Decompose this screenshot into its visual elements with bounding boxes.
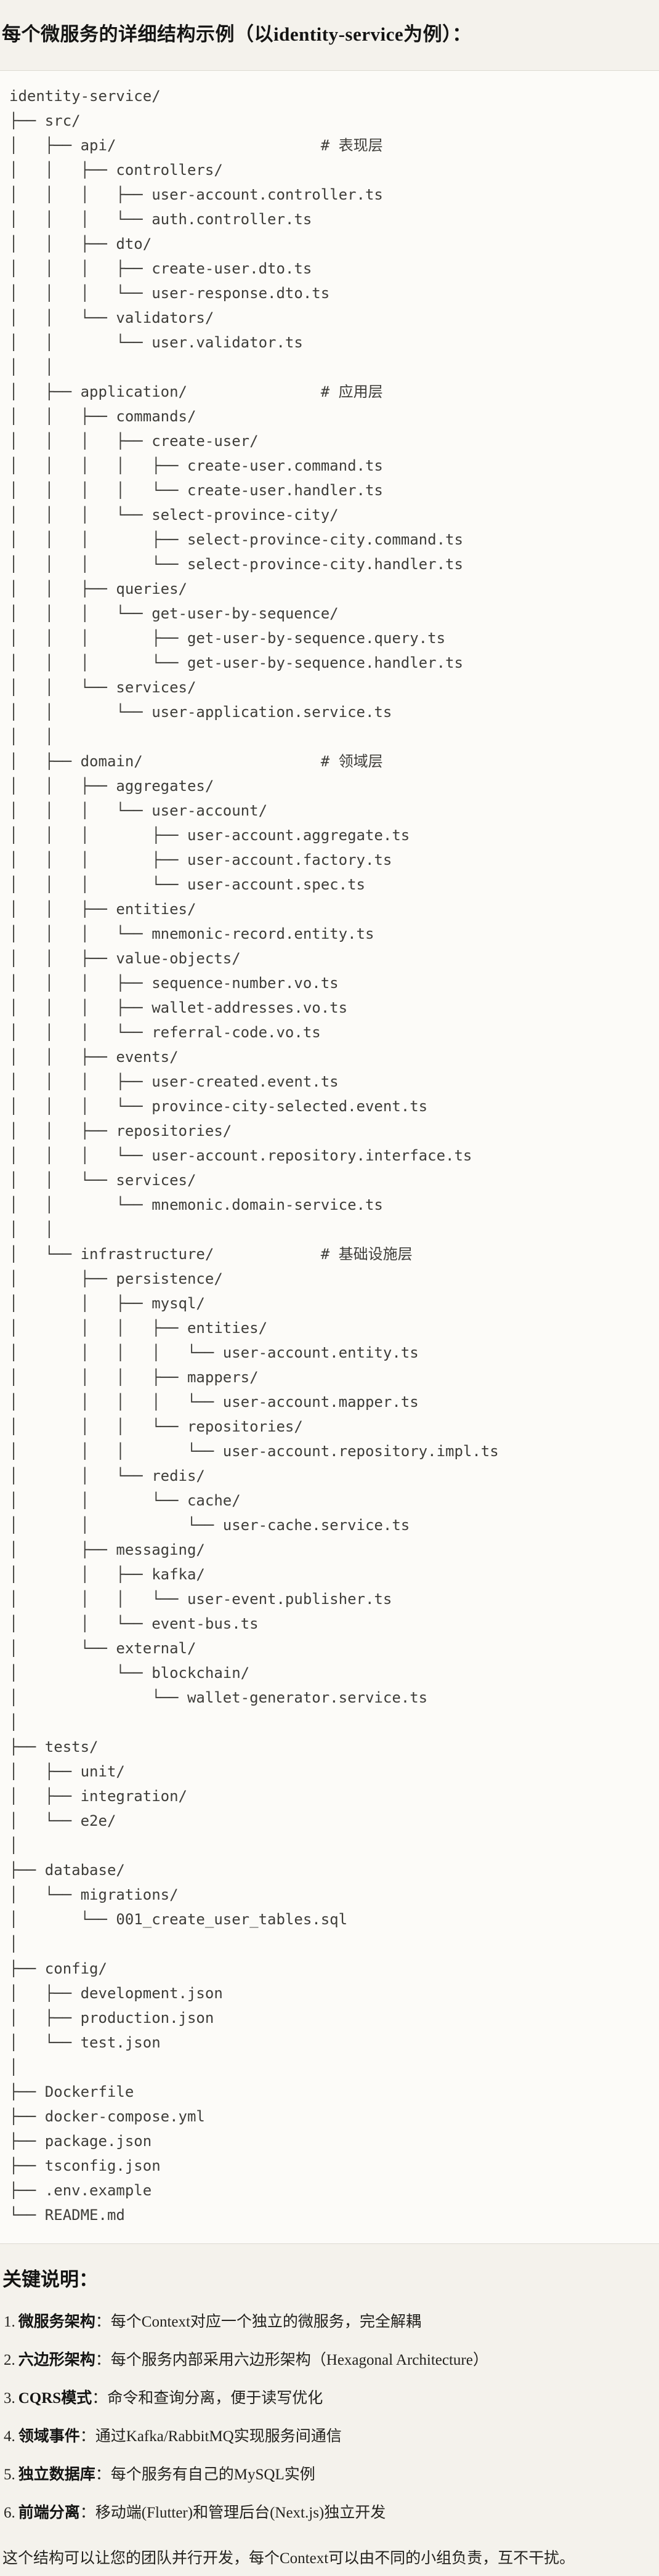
note-item-desc: ：每个Context对应一个独立的微服务，完全解耦	[95, 2313, 421, 2330]
note-item-number: 5.	[4, 2466, 15, 2483]
note-item-number: 1.	[4, 2313, 15, 2330]
page-title: 每个微服务的详细结构示例（以identity-service为例）：	[2, 23, 472, 45]
note-item: 6.前端分离：移动端(Flutter)和管理后台(Next.js)独立开发	[4, 2504, 654, 2522]
note-item-desc: ：每个服务内部采用六边形架构（Hexagonal Architecture）	[95, 2351, 488, 2368]
note-item-term: CQRS模式	[18, 2389, 92, 2407]
note-item-term: 前端分离	[18, 2504, 80, 2521]
note-item: 4.领域事件：通过Kafka/RabbitMQ实现服务间通信	[4, 2428, 654, 2446]
note-item-term: 领域事件	[18, 2428, 80, 2445]
directory-tree: identity-service/ ├── src/ │ ├── api/ # …	[9, 87, 499, 2224]
note-item: 1.微服务架构：每个Context对应一个独立的微服务，完全解耦	[4, 2313, 654, 2331]
page-root: { "colors":{ "page_bg":"#F4F2EC", "code_…	[0, 12, 659, 2576]
note-item-number: 6.	[4, 2504, 15, 2521]
note-item-desc: ：通过Kafka/RabbitMQ实现服务间通信	[79, 2428, 342, 2445]
note-item-desc: ：命令和查询分离，便于读写优化	[92, 2389, 323, 2407]
code-block: identity-service/ ├── src/ │ ├── api/ # …	[0, 70, 659, 2244]
note-item: 5.独立数据库：每个服务有自己的MySQL实例	[4, 2466, 654, 2484]
notes-section: 关键说明： 1.微服务架构：每个Context对应一个独立的微服务，完全解耦 2…	[0, 2244, 659, 2576]
note-item-term: 独立数据库	[18, 2466, 95, 2483]
note-item: 2.六边形架构：每个服务内部采用六边形架构（Hexagonal Architec…	[4, 2351, 654, 2370]
note-item-term: 六边形架构	[18, 2351, 95, 2368]
note-item-number: 4.	[4, 2428, 15, 2445]
note-item-desc: ：每个服务有自己的MySQL实例	[95, 2466, 315, 2483]
notes-heading: 关键说明：	[2, 2268, 98, 2290]
note-item-number: 3.	[4, 2389, 15, 2407]
note-item-number: 2.	[4, 2351, 15, 2368]
note-item-desc: ：移动端(Flutter)和管理后台(Next.js)独立开发	[79, 2504, 386, 2521]
note-item: 3.CQRS模式：命令和查询分离，便于读写优化	[4, 2389, 654, 2408]
footer-paragraph: 这个结构可以让您的团队并行开发，每个Context可以由不同的小组负责，互不干扰…	[2, 2550, 575, 2567]
note-item-term: 微服务架构	[18, 2313, 95, 2330]
